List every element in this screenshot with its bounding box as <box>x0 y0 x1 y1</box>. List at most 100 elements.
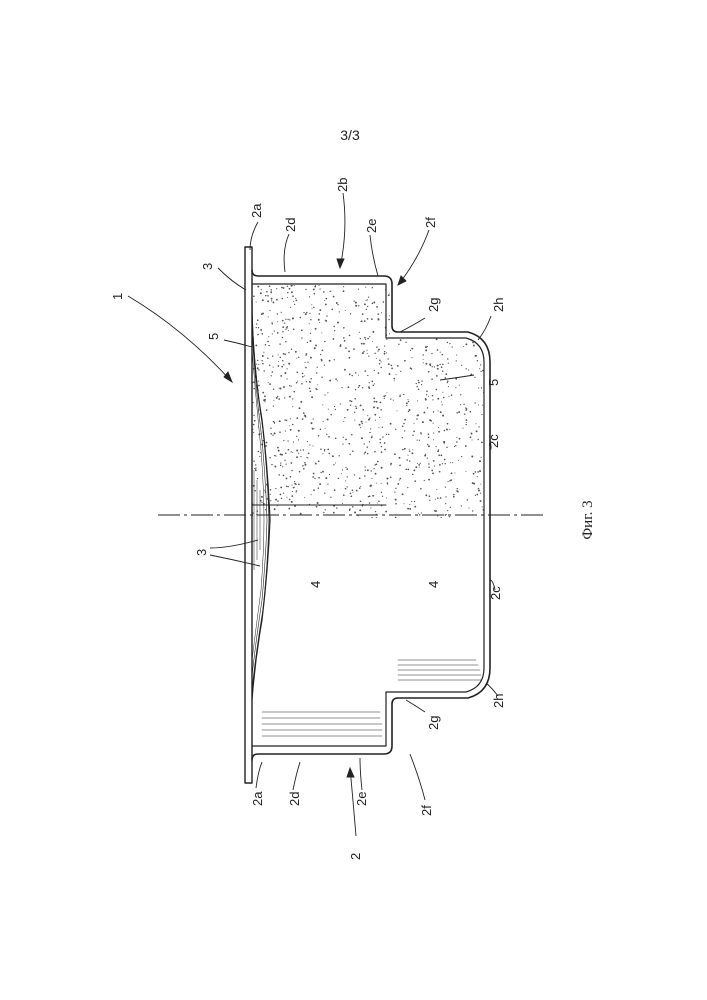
stipple-dot <box>428 433 430 435</box>
stipple-dot <box>342 503 343 504</box>
stipple-dot <box>414 501 415 502</box>
stipple-dot <box>436 338 438 340</box>
stipple-dot <box>292 491 293 492</box>
stipple-dot <box>370 485 372 487</box>
stipple-dot <box>455 387 456 388</box>
stipple-dot <box>253 381 255 383</box>
stipple-dot <box>456 313 458 315</box>
stipple-dot <box>318 313 320 315</box>
stipple-dot <box>407 508 409 510</box>
stipple-dot <box>258 385 260 387</box>
stipple-dot <box>400 371 401 372</box>
stipple-dot <box>307 342 308 343</box>
stipple-dot <box>314 478 315 479</box>
stipple-dot <box>284 397 285 398</box>
stipple-dot <box>291 385 292 386</box>
stipple-dot <box>355 372 357 374</box>
stipple-dot <box>360 404 362 406</box>
stipple-dot <box>440 497 442 499</box>
stipple-dot <box>371 517 372 518</box>
stipple-dot <box>453 494 454 495</box>
stipple-dot <box>325 509 326 510</box>
stipple-dot <box>355 406 356 407</box>
stipple-dot <box>255 344 257 346</box>
stipple-dot <box>324 493 325 494</box>
stipple-dot <box>253 424 255 426</box>
stipple-dot <box>445 514 447 516</box>
stipple-dot <box>456 412 458 414</box>
stipple-dot <box>270 428 271 429</box>
stipple-dot <box>372 303 374 305</box>
stipple-dot <box>288 508 290 510</box>
stipple-dot <box>477 476 478 477</box>
stipple-dot <box>352 490 354 492</box>
stipple-dot <box>262 355 264 357</box>
stipple-dot <box>308 452 310 454</box>
stipple-dot <box>373 302 375 304</box>
stipple-dot <box>274 330 275 331</box>
stipple-dot <box>438 454 440 456</box>
stipple-dot <box>420 463 421 464</box>
stipple-dot <box>410 298 412 300</box>
stipple-dot <box>384 398 385 399</box>
stipple-dot <box>311 422 313 424</box>
stipple-dot <box>324 394 325 395</box>
stipple-dot <box>362 505 363 506</box>
stipple-dot <box>432 286 434 288</box>
stipple-dot <box>480 493 481 494</box>
stipple-dot <box>468 369 469 370</box>
stipple-dot <box>287 486 288 487</box>
stipple-dot <box>285 452 287 454</box>
stipple-dot <box>432 472 434 474</box>
stipple-dot <box>436 510 438 512</box>
stipple-dot <box>281 366 283 368</box>
stipple-dot <box>442 404 443 405</box>
stipple-dot <box>291 501 293 503</box>
stipple-dot <box>318 487 320 489</box>
stipple-dot <box>304 497 305 498</box>
stipple-dot <box>381 492 382 493</box>
stipple-dot <box>285 319 286 320</box>
stipple-dot <box>345 439 347 441</box>
stipple-dot <box>293 328 295 330</box>
stipple-dot <box>355 389 356 390</box>
stipple-dot <box>348 443 350 445</box>
stipple-dot <box>483 308 485 310</box>
stipple-dot <box>423 359 424 360</box>
stipple-dot <box>282 298 283 299</box>
label-2d-top: 2d <box>283 218 298 232</box>
stipple-dot <box>296 417 298 419</box>
stipple-dot <box>474 339 476 341</box>
stipple-dot <box>254 490 256 492</box>
stipple-dot <box>376 483 377 484</box>
stipple-dot <box>384 345 385 346</box>
stipple-dot <box>296 490 298 492</box>
stipple-dot <box>429 419 431 421</box>
stipple-dot <box>313 418 314 419</box>
label-1: 1 <box>110 293 125 300</box>
stipple-dot <box>293 391 295 393</box>
stipple-dot <box>379 359 381 361</box>
stipple-dot <box>364 475 366 477</box>
filling-material-5 <box>251 284 488 518</box>
stipple-dot <box>390 423 392 425</box>
stipple-dot <box>291 291 293 293</box>
stipple-dot <box>417 463 418 464</box>
stipple-dot <box>361 343 363 345</box>
stipple-dot <box>408 401 410 403</box>
stipple-dot <box>324 450 325 451</box>
stipple-dot <box>310 340 312 342</box>
stipple-dot <box>436 389 438 391</box>
stipple-dot <box>303 468 305 470</box>
stipple-dot <box>281 498 283 500</box>
stipple-dot <box>301 337 302 338</box>
stipple-dot <box>364 466 365 467</box>
stipple-dot <box>388 294 390 296</box>
stipple-dot <box>409 504 410 505</box>
stipple-dot <box>457 437 458 438</box>
stipple-dot <box>315 328 317 330</box>
stipple-dot <box>256 323 257 324</box>
label-2g-bottom: 2g <box>426 716 441 730</box>
stipple-dot <box>302 376 304 378</box>
stipple-dot <box>409 450 410 451</box>
